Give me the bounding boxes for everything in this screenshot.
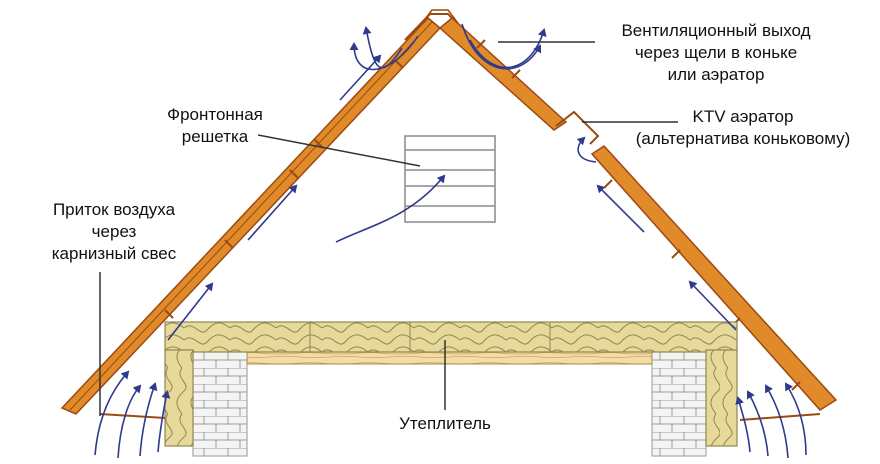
arrow-ridge-out-left [349,35,419,71]
air-inflow-line-2: через [91,222,137,241]
gable-grille [404,135,496,223]
ktv-aerator-line-2: (альтернатива коньковому) [635,129,851,148]
vent-exit-line-1: Вентиляционный выход [621,21,811,40]
gable-grille-label: Фронтонная решетка [150,104,280,148]
arrow-ridge-out-right [461,23,542,70]
left-roof-slope [60,16,442,415]
arrow-left-slope-3 [339,54,382,101]
vent-exit-line-2: через щели в коньке [634,43,798,62]
right-brick-wall [651,351,707,457]
leader-gable-grille [257,134,421,167]
air-inflow-line-3: карнизный свес [51,244,177,263]
arrow-eave-in-5 [784,382,807,456]
air-inflow-label: Приток воздуха через карнизный свес [30,199,198,265]
insulation-top [164,321,738,353]
arrow-eave-in-6 [764,384,789,459]
right-roof-slope-lower [590,145,838,411]
arrow-ktv-out [576,136,597,163]
arrow-eave-in-7 [746,390,769,457]
left-brick-wall [192,351,248,457]
airflow-arrows [94,23,807,459]
right-roof-slope-upper [438,17,568,131]
arrow-ridge-out-right-2 [469,28,547,69]
arrow-left-slope-1 [167,282,214,341]
ridge-vent-hood [419,9,461,27]
arrow-right-slope-2 [596,184,645,233]
arrow-eave-in-4 [157,390,171,453]
insulation-right-column [705,349,738,447]
ktv-aerator-line-1: KTV аэратор [692,107,794,126]
vent-exit-label: Вентиляционный выход через щели в коньке… [594,20,838,86]
arrow-left-slope-2 [247,184,298,241]
gable-grille-line-1: Фронтонная [167,105,263,124]
arrow-gable-in [335,174,446,243]
ktv-aerator [555,110,600,145]
leader-lines [99,41,678,416]
insulation-left-column [164,349,194,447]
arrow-eave-in-8 [735,396,751,453]
arrow-ridge-out-left-2 [362,26,403,69]
arrow-right-slope-1 [688,280,737,331]
gable-grille-line-2: решетка [181,127,249,146]
insulation-label: Утеплитель [399,414,491,433]
arrow-eave-in-2 [117,384,142,459]
left-eave-flashing [99,411,169,420]
ktv-aerator-label: KTV аэратор (альтернатива коньковому) [610,106,876,150]
air-inflow-line-1: Приток воздуха [52,200,176,219]
arrow-eave-in-3 [139,382,158,457]
vent-exit-line-3: или аэратор [667,65,765,84]
arrow-eave-in-1 [94,370,130,456]
